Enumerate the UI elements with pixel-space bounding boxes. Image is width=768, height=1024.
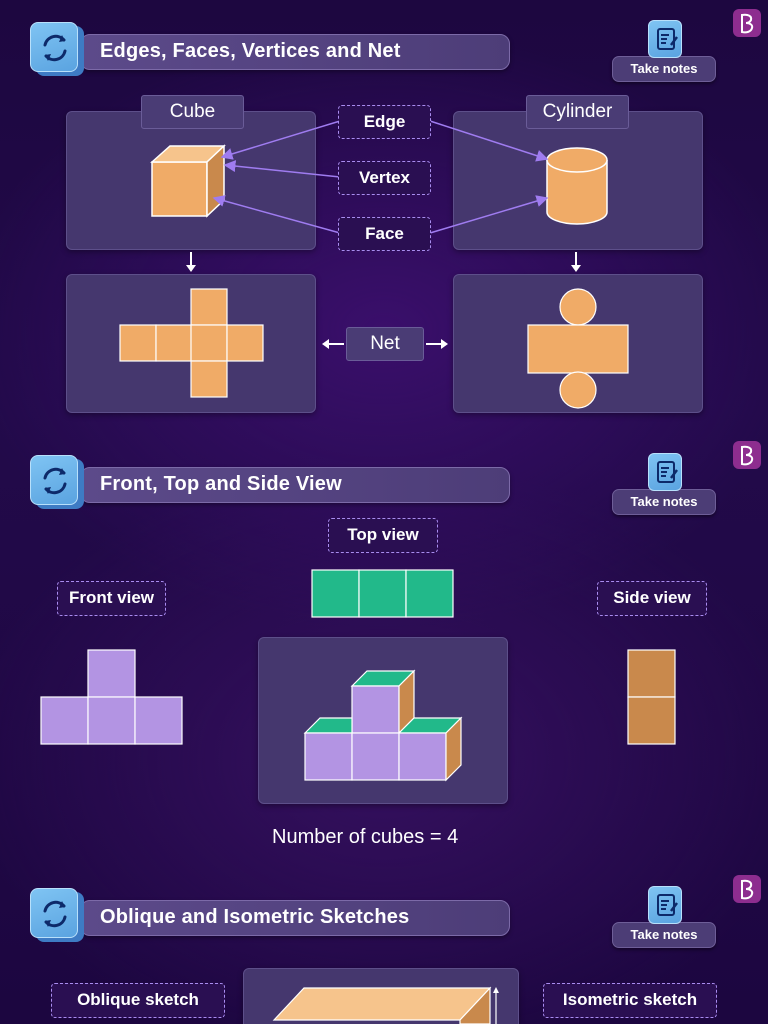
solid-3d-shape [303, 669, 463, 782]
brand-logo [733, 9, 761, 37]
section-title-bar [80, 467, 510, 503]
side-view-shape [627, 649, 676, 745]
section-title-bar [80, 900, 510, 936]
down-arrow-icon [186, 252, 196, 272]
net-label: Net [346, 327, 424, 361]
refresh-icon[interactable] [30, 22, 84, 76]
section-title: Edges, Faces, Vertices and Net [100, 40, 401, 62]
oblique-sketch-label: Oblique sketch [51, 983, 225, 1018]
top-view-label: Top view [328, 518, 438, 553]
refresh-icon[interactable] [30, 888, 84, 942]
notes-icon [648, 20, 682, 58]
brand-logo [733, 875, 761, 903]
cylinder-net-shape [527, 288, 629, 409]
take-notes-button[interactable]: Take notes [612, 886, 716, 950]
isometric-sketch-label: Isometric sketch [543, 983, 717, 1018]
oblique-box-shape [272, 986, 499, 1024]
cube-label: Cube [141, 95, 244, 129]
front-view-shape [40, 649, 183, 745]
top-view-shape [311, 569, 454, 618]
front-view-label: Front view [57, 581, 166, 616]
take-notes-button[interactable]: Take notes [612, 20, 716, 84]
right-arrow-icon [426, 339, 448, 349]
left-arrow-icon [322, 339, 344, 349]
refresh-icon[interactable] [30, 455, 84, 509]
notes-icon [648, 886, 682, 924]
pointer-arrows [212, 120, 549, 234]
side-view-label: Side view [597, 581, 707, 616]
take-notes-button[interactable]: Take notes [612, 453, 716, 517]
vertex-label: Vertex [338, 161, 431, 195]
cylinder-label: Cylinder [526, 95, 629, 129]
down-arrow-icon [571, 252, 581, 272]
section-header-1: Edges, Faces, Vertices and Net [30, 22, 510, 82]
section-title-bar [80, 34, 510, 70]
edge-label: Edge [338, 105, 431, 139]
cube-panel [66, 111, 316, 250]
section-header-2: Front, Top and Side View [30, 455, 510, 515]
cube-count-text: Number of cubes = 4 [272, 826, 459, 848]
brand-logo [733, 441, 761, 469]
notes-icon [648, 453, 682, 491]
section-title: Front, Top and Side View [100, 473, 342, 495]
section-title: Oblique and Isometric Sketches [100, 906, 410, 928]
face-label: Face [338, 217, 431, 251]
section-header-3: Oblique and Isometric Sketches [30, 888, 510, 948]
cube-net-shape [119, 288, 264, 398]
